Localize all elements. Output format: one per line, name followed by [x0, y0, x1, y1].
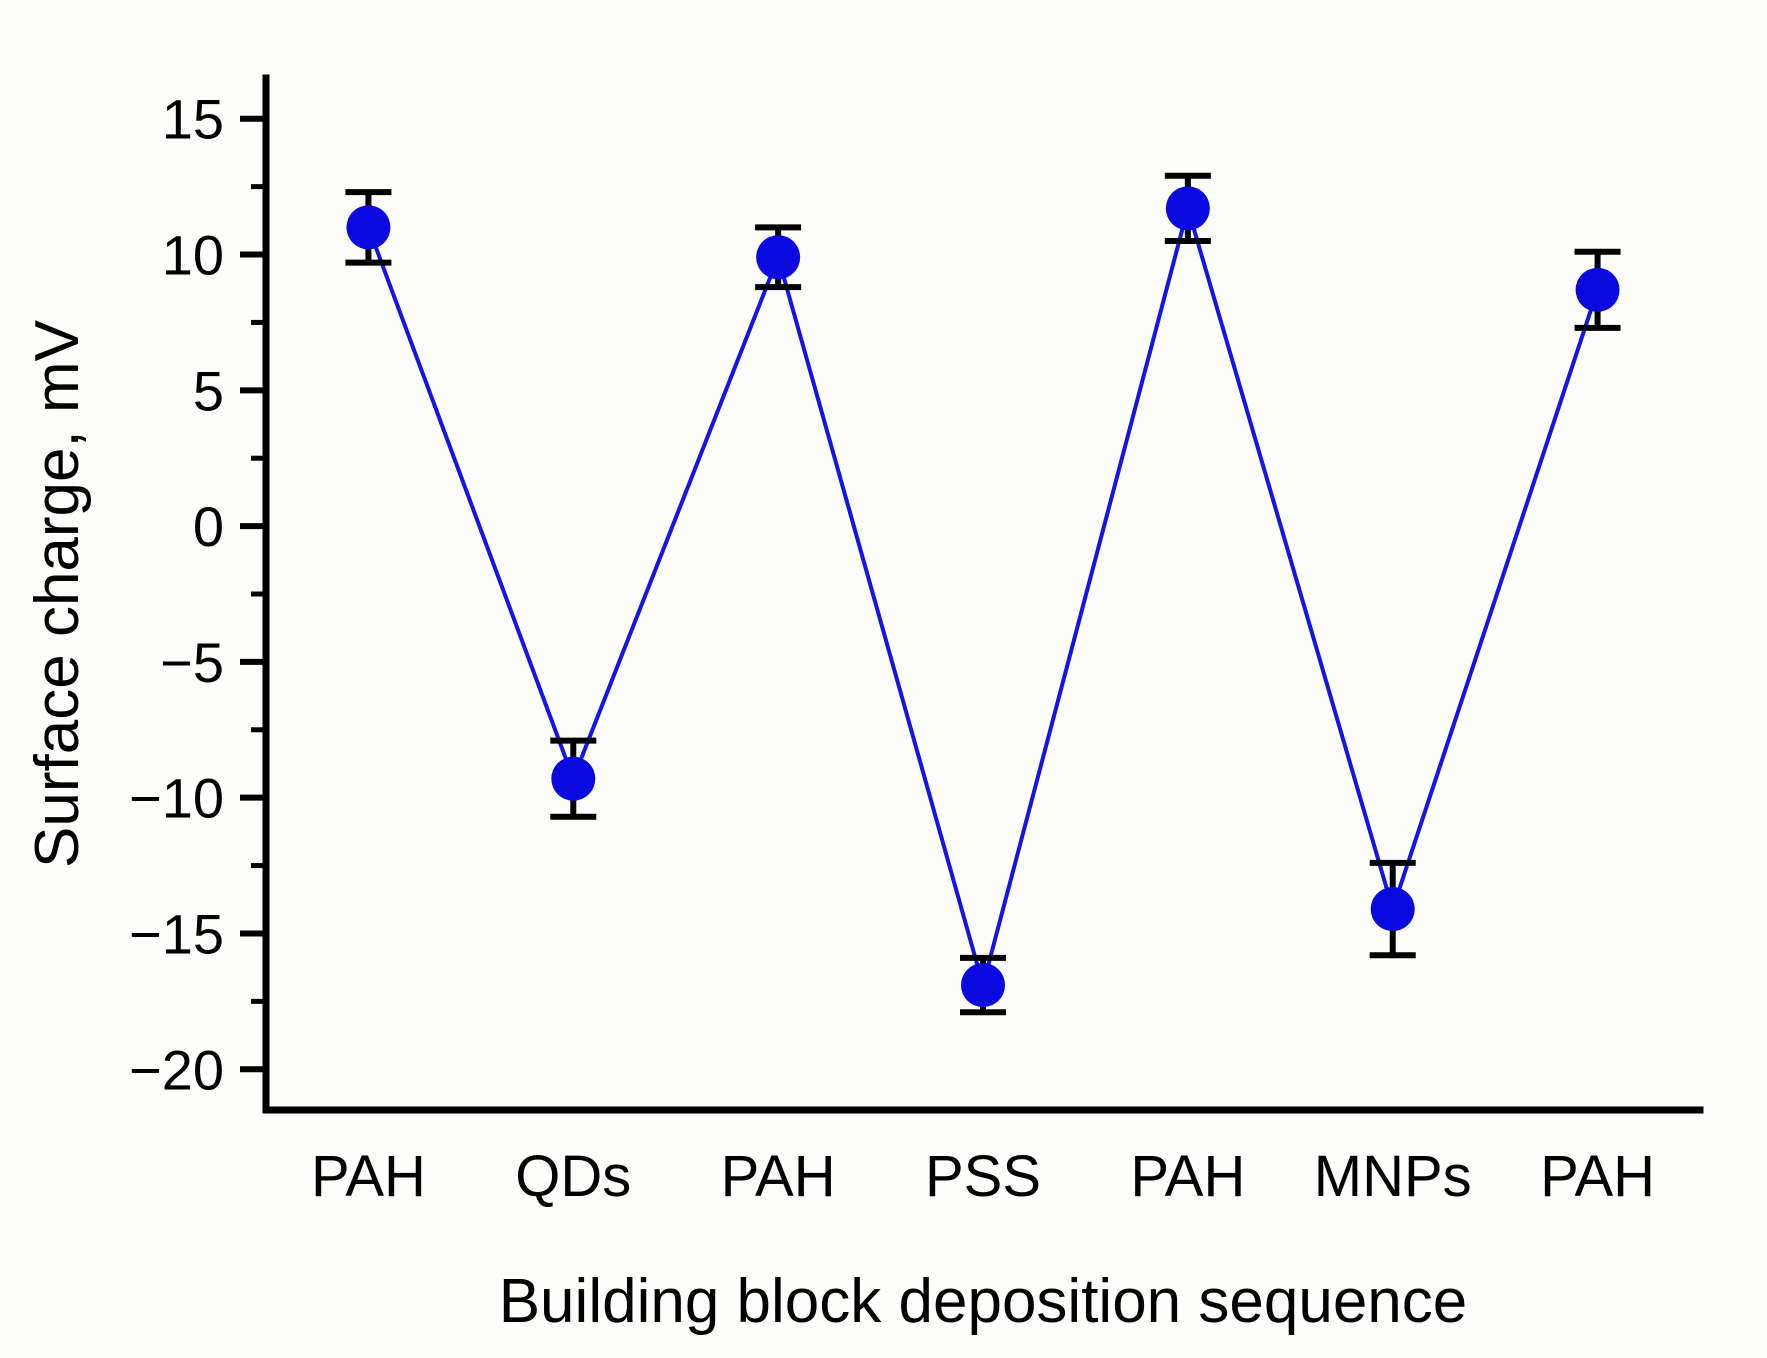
- x-axis-category-labels: PAH QDs PAH PSS PAH MNPs PAH: [311, 1144, 1655, 1209]
- data-point-markers: [346, 186, 1620, 1008]
- y-tick-label: 15: [162, 88, 224, 151]
- x-axis-title: Building block deposition sequence: [499, 1267, 1468, 1336]
- x-category-label: PSS: [925, 1144, 1041, 1209]
- x-category-label: PAH: [1130, 1144, 1245, 1209]
- x-category-label: PAH: [1540, 1144, 1655, 1209]
- x-category-label: MNPs: [1314, 1144, 1472, 1209]
- x-category-label: QDs: [515, 1144, 631, 1209]
- y-tick-label: 5: [193, 359, 224, 422]
- data-point-marker: [1370, 887, 1415, 932]
- data-point-marker: [756, 235, 801, 280]
- y-tick-label: −15: [129, 902, 224, 965]
- data-point-marker: [961, 963, 1005, 1008]
- data-point-marker: [346, 205, 391, 250]
- data-point-marker: [551, 756, 596, 801]
- x-category-label: PAH: [311, 1144, 426, 1209]
- x-category-label: PAH: [721, 1144, 836, 1209]
- y-tick-label: −5: [160, 631, 224, 694]
- y-tick-label: −10: [129, 767, 224, 830]
- y-axis-title: Surface charge, mV: [23, 319, 92, 868]
- y-tick-label: 0: [193, 495, 224, 558]
- y-tick-label: −20: [129, 1038, 224, 1101]
- y-axis-tick-labels: 15 10 5 0 −5 −10 −15 −20: [129, 88, 224, 1102]
- y-axis-ticks: [240, 115, 266, 1073]
- data-point-marker: [1575, 267, 1620, 312]
- y-tick-label: 10: [162, 224, 224, 287]
- data-point-marker: [1165, 186, 1210, 231]
